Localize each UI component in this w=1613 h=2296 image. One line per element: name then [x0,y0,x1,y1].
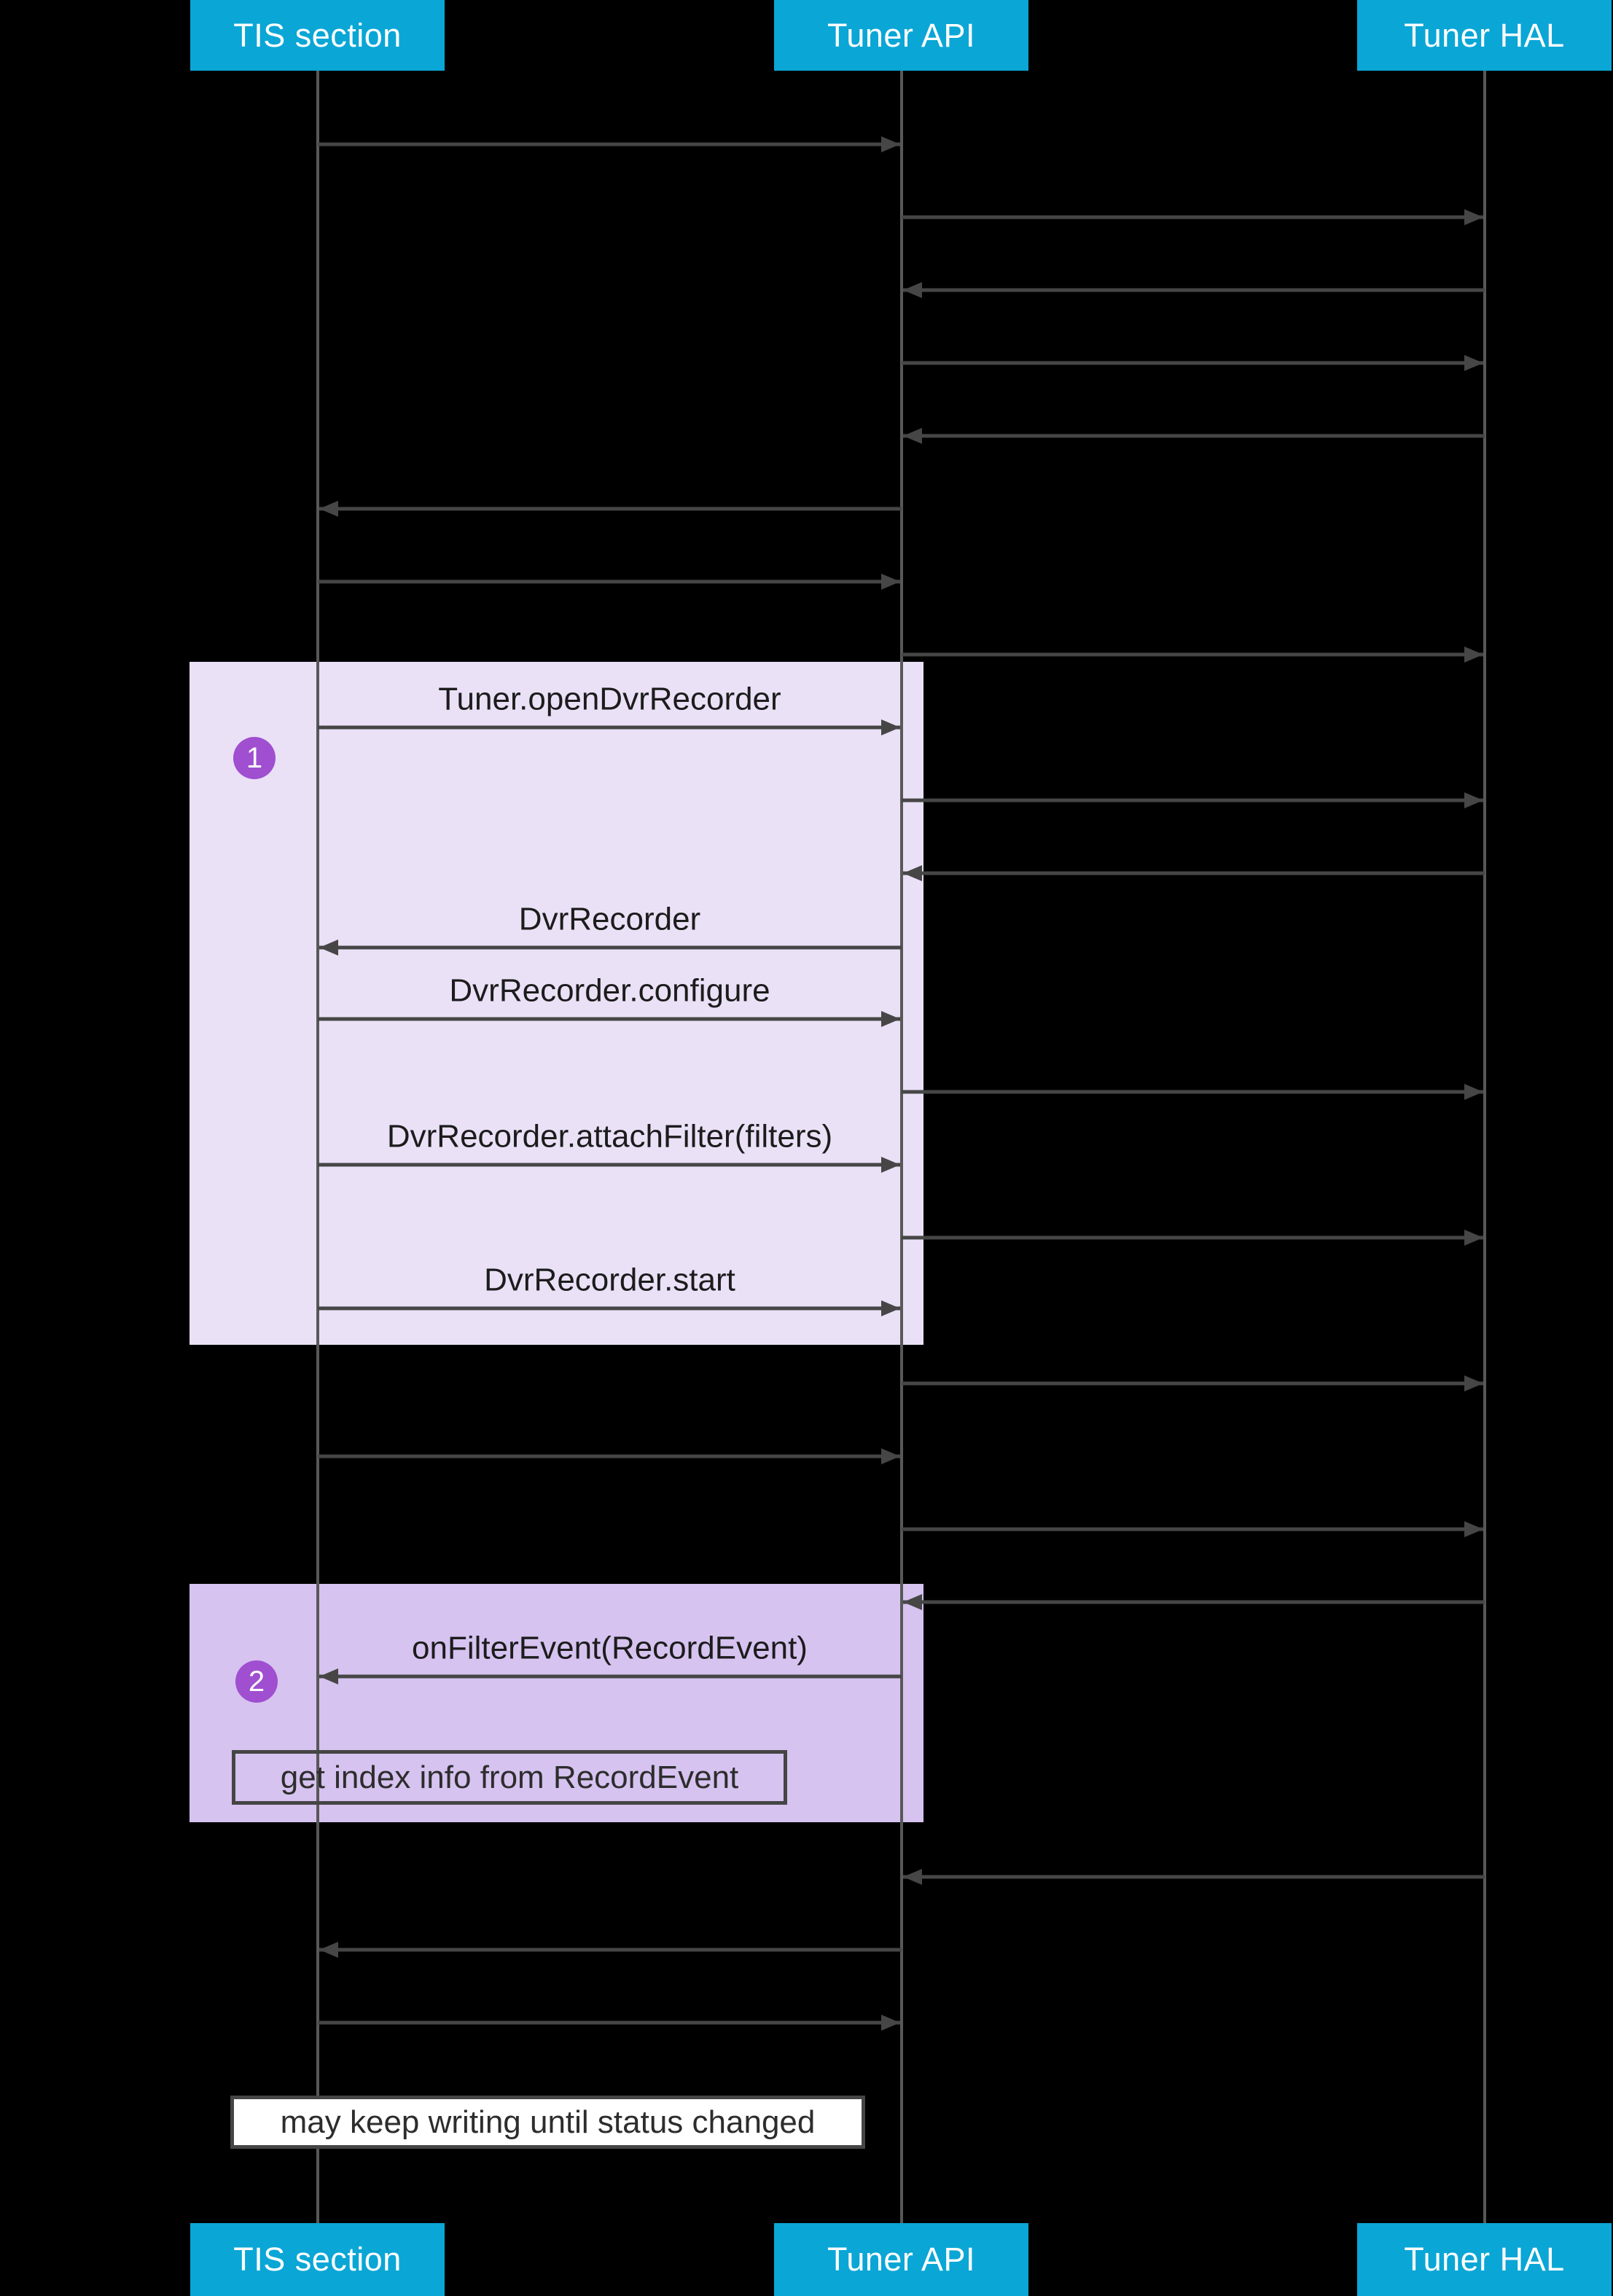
message-label: DvrRecorder [518,901,701,937]
note-text: may keep writing until status changed [280,2104,816,2140]
participant-bottom-tuner-api: Tuner API [774,2223,1028,2296]
note-may-keep-writing: may keep writing until status changed [230,2096,865,2149]
participant-top-tuner-hal: Tuner HAL [1357,0,1612,71]
message-label: Tuner.openDvrRecorder [438,681,781,717]
highlight-region-2 [190,1584,923,1822]
note-get-index-info: get index info from RecordEvent [232,1750,787,1805]
participant-label: TIS section [233,16,402,54]
participant-label: TIS section [233,2241,402,2278]
participant-label: Tuner API [827,2241,975,2278]
participant-label: Tuner HAL [1404,16,1565,54]
step-badge-1: 1 [233,737,276,779]
message-label: DvrRecorder.configure [449,972,770,1009]
participant-label: Tuner API [827,16,975,54]
participant-top-tuner-api: Tuner API [774,0,1028,71]
participant-top-tis-section: TIS section [190,0,445,71]
participant-bottom-tis-section: TIS section [190,2223,445,2296]
step-number: 1 [246,741,263,774]
message-label: DvrRecorder.start [484,1262,735,1298]
highlight-region-1 [190,662,923,1345]
participant-label: Tuner HAL [1404,2241,1565,2278]
step-number: 2 [248,1665,265,1698]
step-badge-2: 2 [235,1660,278,1703]
note-text: get index info from RecordEvent [280,1759,739,1795]
message-label: DvrRecorder.attachFilter(filters) [386,1118,833,1155]
participant-bottom-tuner-hal: Tuner HAL [1357,2223,1612,2296]
message-label: onFilterEvent(RecordEvent) [412,1630,808,1666]
